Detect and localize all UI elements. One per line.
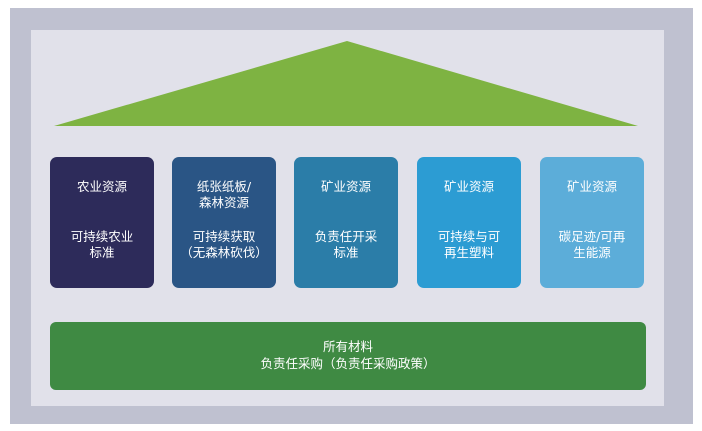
pillar-category: 矿业资源 [566,179,617,194]
pillar-category: 纸张纸板/ 森林资源 [196,179,252,210]
foundation-base: 所有材料 负责任采购（负责任采购政策） [50,322,646,390]
pillar-standard: 碳足迹/可再 生能源 [558,229,626,260]
pillar-standard: 可持续获取 （无森林砍伐） [180,229,268,260]
pillar-category: 农业资源 [76,179,127,194]
pillar-agriculture: 农业资源 可持续农业 标准 [50,157,154,288]
pillar-standard: 可持续与可 再生塑料 [437,229,501,260]
pillar-paper-forest: 纸张纸板/ 森林资源 可持续获取 （无森林砍伐） [172,157,276,288]
base-subtitle: 负责任采购（负责任采购政策） [260,356,436,371]
base-title: 所有材料 [322,339,373,354]
pillar-mining-responsible: 矿业资源 负责任开采 标准 [294,157,398,288]
pillar-mining-carbon: 矿业资源 碳足迹/可再 生能源 [540,157,644,288]
pillar-category: 矿业资源 [320,179,371,194]
pillar-mining-plastics: 矿业资源 可持续与可 再生塑料 [417,157,521,288]
pillar-category: 矿业资源 [443,179,494,194]
roof-shape [54,41,638,126]
pillar-standard: 负责任开采 标准 [314,229,378,260]
pillar-standard: 可持续农业 标准 [70,229,134,260]
